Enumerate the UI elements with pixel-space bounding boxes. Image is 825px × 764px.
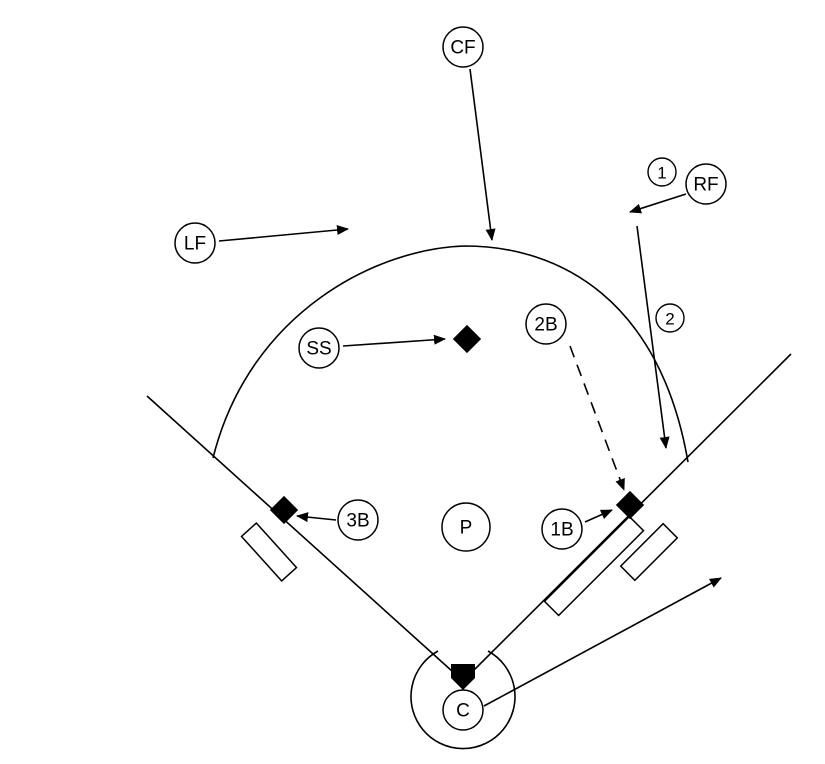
cf-arrow xyxy=(469,68,496,241)
lf-label: LF xyxy=(184,234,206,255)
ss-arrow xyxy=(342,334,446,347)
rf-arrow xyxy=(629,193,687,214)
coach-boxes xyxy=(240,515,679,617)
movement-arrows xyxy=(218,68,722,707)
cf-marker xyxy=(442,26,484,68)
home-plate-circle xyxy=(410,650,516,750)
player-markers xyxy=(174,26,727,731)
pitcher-marker xyxy=(441,502,491,552)
cf-label: CF xyxy=(450,38,475,59)
third-base-foul-line xyxy=(146,395,464,682)
first-base-foul-line xyxy=(462,353,792,682)
player-labels: CF RF LF SS 2B 3B P 1B C xyxy=(184,38,719,722)
outfield-grass-arc xyxy=(212,245,689,463)
lf-marker xyxy=(174,222,216,264)
third-baseman-marker xyxy=(337,499,379,541)
field-lines xyxy=(146,245,792,750)
catcher-arrow xyxy=(483,577,722,707)
third-base-bag xyxy=(269,495,299,525)
ss-marker xyxy=(298,327,340,369)
first-base-bag xyxy=(615,490,645,520)
second-base-bag xyxy=(452,324,482,354)
third-baseman-arrow xyxy=(296,512,337,523)
third-baseman-label: 3B xyxy=(346,511,369,532)
catcher-marker xyxy=(442,689,484,731)
step-labels: 1 2 xyxy=(657,164,674,329)
first-base-runner-lane xyxy=(543,515,645,617)
step2-marker xyxy=(655,303,685,333)
step1-marker xyxy=(647,157,677,187)
catcher-label: C xyxy=(456,701,470,722)
third-base-coach-box xyxy=(240,521,298,583)
step-markers xyxy=(647,157,685,333)
second-baseman-label: 2B xyxy=(534,315,557,336)
first-base-coach-box xyxy=(619,522,679,582)
first-baseman-label: 1B xyxy=(550,520,573,541)
rf-label: RF xyxy=(693,175,718,196)
step1-label: 1 xyxy=(657,164,666,183)
second-baseman-arrow xyxy=(569,345,625,491)
home-plate xyxy=(451,664,475,690)
rf-marker xyxy=(685,163,727,205)
lf-arrow xyxy=(218,225,349,242)
step2-arrow xyxy=(636,225,670,449)
first-baseman-arrow xyxy=(584,509,613,523)
step2-label: 2 xyxy=(665,310,674,329)
pitcher-label: P xyxy=(460,518,473,539)
first-baseman-marker xyxy=(541,508,583,550)
ss-label: SS xyxy=(306,339,331,360)
second-baseman-marker xyxy=(525,303,567,345)
